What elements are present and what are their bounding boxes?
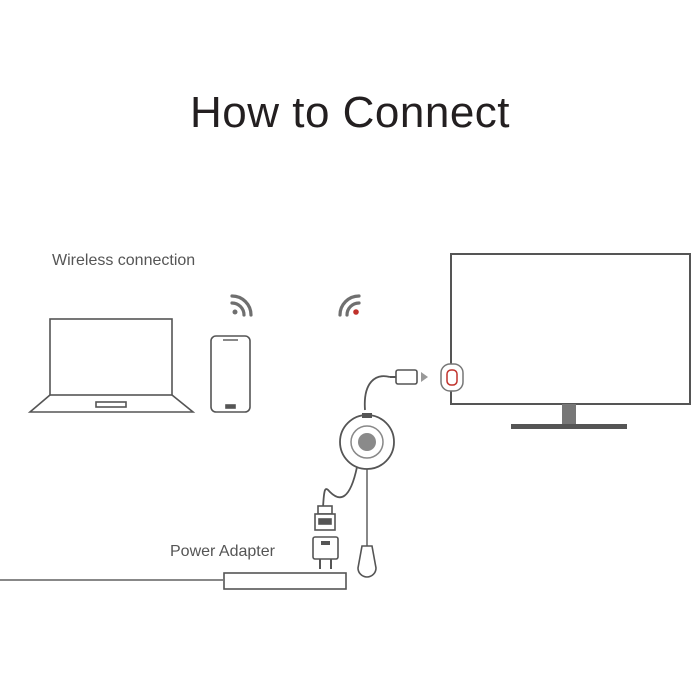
dongle-icon <box>339 413 395 470</box>
laptop-icon <box>27 318 196 413</box>
wifi-signal-icon <box>338 294 361 317</box>
wireless-connection-label: Wireless connection <box>52 252 196 269</box>
wifi-icon <box>230 294 253 317</box>
insert-arrow-icon <box>421 372 428 382</box>
power-adapter-label: Power Adapter <box>170 543 275 560</box>
tv-icon <box>450 253 691 429</box>
hdmi-plug-icon <box>390 369 418 385</box>
phone-icon <box>210 335 251 413</box>
page-title: How to Connect <box>189 88 511 137</box>
hdmi-port-icon <box>440 363 464 392</box>
hdmi-cable <box>363 375 391 411</box>
usb-cable <box>322 466 358 509</box>
power-adapter-icon <box>312 536 339 569</box>
usb-plug-icon <box>314 505 336 531</box>
power-strip <box>0 572 347 590</box>
antenna-cord <box>357 469 377 578</box>
